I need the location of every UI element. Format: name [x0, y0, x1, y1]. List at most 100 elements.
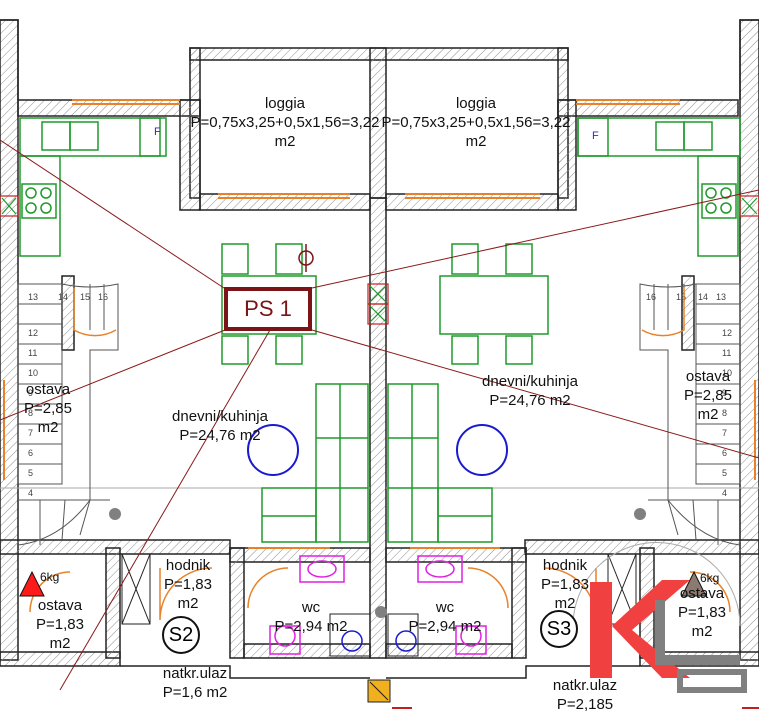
coffee-table-right [456, 424, 508, 476]
wall-notch-right [557, 99, 577, 211]
stair-step-number: 5 [722, 468, 727, 478]
room-area: P=1,83 [678, 604, 726, 621]
wall-top-left [17, 99, 201, 117]
wall-stair-left [61, 275, 75, 351]
room-label-storage-right: ostava P=2,85 m2 [670, 367, 746, 424]
room-label-hall-right: hodnik P=1,83 m2 [527, 556, 603, 613]
stair-step-number: 6 [722, 448, 727, 458]
wall-outer-left [0, 19, 19, 661]
drain-left [341, 630, 363, 652]
room-area: P=2,94 m2 [408, 618, 482, 635]
stair-step-number: 8 [28, 408, 33, 418]
stair-step-number: 16 [646, 292, 656, 302]
room-name: ostava [685, 368, 731, 385]
wall-party [369, 197, 387, 659]
section-lines [0, 139, 759, 691]
room-area: P=1,83 [164, 576, 212, 593]
room-unit: m2 [697, 406, 719, 423]
section-badge-left: S2 [162, 616, 200, 654]
stair-step-number: 4 [28, 488, 33, 498]
room-area: P=1,6 m2 [162, 684, 228, 701]
shower-left [329, 613, 371, 657]
room-name: dnevni/kuhinja [172, 408, 268, 425]
stair-step-number: 11 [722, 348, 731, 358]
room-label-storage-left: ostava P=2,85 m2 [10, 380, 86, 437]
room-area: P=0,75x3,25+0,5x1,56=3,22 [190, 114, 380, 131]
room-name: natkr.ulaz [552, 677, 618, 694]
stair-step-number: 7 [28, 428, 33, 438]
stair-step-number: 9 [722, 388, 727, 398]
shower-right [387, 613, 419, 657]
room-area: P=0,75x3,25+0,5x1,56=3,22 [381, 114, 571, 131]
fridge-label-left: F [154, 126, 161, 138]
stair-step-number: 16 [98, 292, 108, 302]
stair-step-number: 14 [698, 292, 708, 302]
stair-step-number: 15 [676, 292, 686, 302]
wall-wc-top-right [385, 547, 527, 563]
room-name: ostava [37, 597, 83, 614]
wall-loggia-sill-right [385, 193, 559, 211]
room-area: P=2,94 m2 [274, 618, 348, 635]
stair-step-number: 10 [722, 368, 732, 378]
room-area: P=2,85 [24, 400, 72, 417]
wall-wc-left [229, 547, 245, 659]
stair-step-number: 7 [722, 428, 727, 438]
wall-notch-left [179, 99, 201, 211]
room-area: P=2,185 [556, 696, 614, 713]
room-name: loggia [455, 95, 497, 112]
stair-step-number: 14 [58, 292, 68, 302]
stair-step-number: 8 [722, 408, 727, 418]
stair-step-number: 5 [28, 468, 33, 478]
coffee-table-left [247, 424, 299, 476]
room-name: wc [301, 599, 321, 616]
room-label-wc-right: wc P=2,94 m2 [390, 598, 500, 636]
room-unit: m2 [554, 595, 576, 612]
room-label-storage-bottom-right: ostava P=1,83 m2 [664, 584, 740, 641]
room-label-storage-bottom-left: ostava P=1,83 m2 [22, 596, 98, 653]
stair-step-number: 12 [722, 328, 732, 338]
room-name: dnevni/kuhinja [482, 373, 578, 390]
stair-step-number: 13 [716, 292, 726, 302]
room-unit: m2 [49, 635, 71, 652]
room-unit: m2 [37, 419, 59, 436]
dining-left [221, 243, 317, 365]
extinguisher-label-left: 6kg [40, 570, 60, 584]
room-name: natkr.ulaz [162, 665, 228, 682]
room-area: P=24,76 m2 [489, 392, 571, 409]
section-badge-right: S3 [540, 610, 578, 648]
room-label-living-right: dnevni/kuhinja P=24,76 m2 [460, 372, 600, 410]
stair-step-number: 13 [28, 292, 38, 302]
wall-stair-right [681, 275, 695, 351]
sofa-right [387, 383, 493, 543]
column-left [109, 508, 121, 520]
doors [29, 288, 731, 621]
windows [3, 99, 756, 549]
sanitary-right [417, 555, 487, 655]
vent-crosses [0, 195, 759, 325]
company-logo-icon [572, 542, 747, 693]
stair-step-number: 15 [80, 292, 90, 302]
room-unit: m2 [177, 595, 199, 612]
stair-left [17, 283, 119, 546]
stair-step-number: 4 [722, 488, 727, 498]
wall-wc-right [511, 547, 527, 659]
kitchen-right [577, 117, 741, 257]
sanitary-left [269, 555, 345, 655]
stair-step-number: 6 [28, 448, 33, 458]
room-unit: m2 [691, 623, 713, 640]
room-label-living-left: dnevni/kuhinja P=24,76 m2 [150, 407, 290, 445]
room-label-loggia-left: loggia P=0,75x3,25+0,5x1,56=3,22 m2 [180, 94, 390, 151]
stair-step-number: 9 [28, 388, 33, 398]
room-name: ostava [679, 585, 725, 602]
fire-extinguisher-right-icon [681, 570, 707, 597]
room-label-wc-left: wc P=2,94 m2 [256, 598, 366, 636]
fridge-label-right: F [592, 130, 599, 142]
wall-top-right [557, 99, 739, 117]
room-name: hodnik [542, 557, 588, 574]
room-unit: m2 [465, 133, 487, 150]
room-label-loggia-right: loggia P=0,75x3,25+0,5x1,56=3,22 m2 [368, 94, 584, 151]
drain-right [395, 630, 417, 652]
room-name: loggia [264, 95, 306, 112]
